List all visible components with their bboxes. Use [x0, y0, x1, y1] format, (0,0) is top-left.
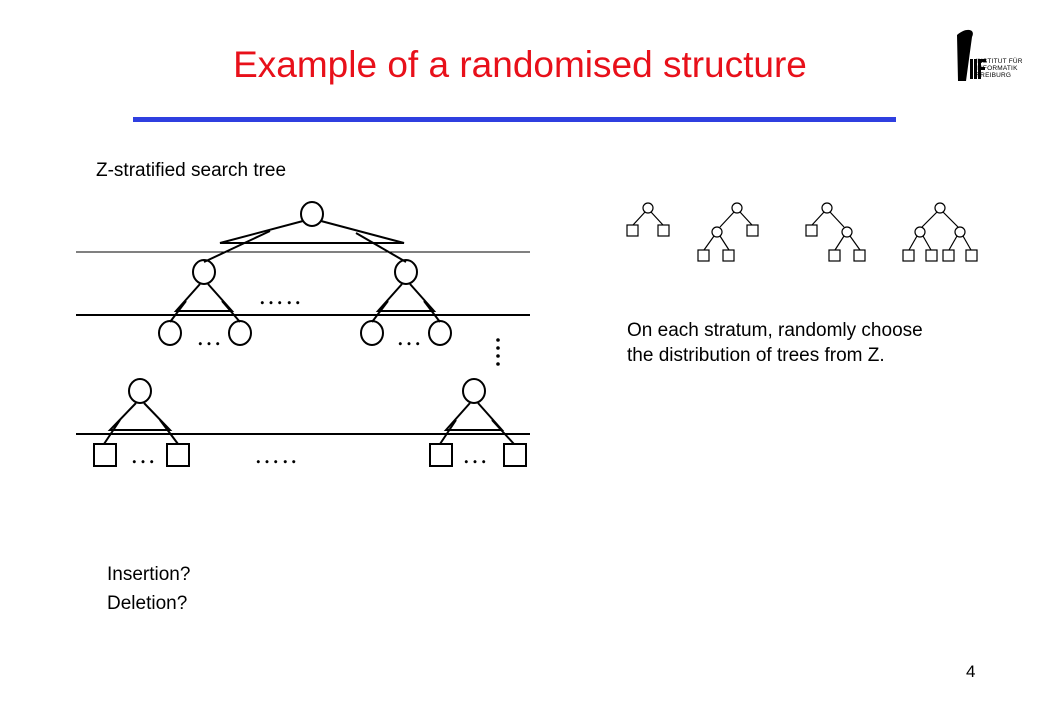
tree-edge — [423, 300, 441, 323]
ellipsis-bottom: ….. — [254, 440, 299, 469]
tree-edge — [439, 419, 457, 445]
logo-line-3: FREIBURG — [976, 72, 1012, 79]
tree-node — [428, 320, 452, 346]
tree-edge — [103, 419, 121, 445]
z-tree-2 — [697, 202, 759, 262]
ellipsis-leaf-right: … — [462, 440, 490, 469]
iif-logo-icon — [957, 29, 986, 81]
tree-node — [462, 378, 486, 404]
page-number: 4 — [966, 662, 976, 681]
logo-line-1: INSTITUT FÜR — [976, 58, 1023, 65]
ellipsis-leaf-left: … — [130, 440, 158, 469]
open-questions: Insertion? Deletion? — [107, 560, 190, 618]
tree-node — [158, 320, 182, 346]
question-deletion: Deletion? — [107, 593, 188, 614]
slide-title: Example of a randomised structure — [233, 44, 807, 85]
tree-leaf — [93, 443, 117, 467]
tree-edge — [221, 300, 241, 323]
tree-edge — [355, 232, 407, 263]
ellipsis-mid: ….. — [258, 281, 303, 310]
tree-edge — [375, 283, 437, 312]
z-tree-4 — [902, 202, 978, 262]
tree-edge — [203, 230, 271, 263]
ellipsis-left: … — [196, 322, 224, 351]
tree-node — [300, 201, 324, 227]
ellipsis-right: … — [396, 322, 424, 351]
logo-caption: INSTITUT FÜR INFORMATIK FREIBURG — [976, 58, 1023, 79]
tree-leaf — [503, 443, 527, 467]
tree-edge — [173, 283, 235, 312]
title-underline — [133, 117, 896, 122]
tree-edge — [219, 220, 405, 244]
tree-edge — [159, 419, 179, 445]
diagram-subtitle: Z-stratified search tree — [96, 160, 287, 181]
tree-edge — [443, 402, 505, 431]
tree-edge — [169, 300, 187, 323]
tree-edge — [371, 300, 389, 323]
tree-edge — [491, 419, 515, 445]
question-insertion: Insertion? — [107, 564, 191, 585]
tree-leaf — [166, 443, 190, 467]
tree-edge — [107, 402, 173, 431]
tree-node — [192, 259, 216, 285]
vertical-ellipsis — [496, 338, 500, 366]
tree-leaf — [429, 443, 453, 467]
tree-node — [228, 320, 252, 346]
z-tree-3 — [805, 202, 866, 262]
stratum-description: On each stratum, randomly choose the dis… — [627, 320, 923, 366]
tree-node — [128, 378, 152, 404]
tree-node — [394, 259, 418, 285]
logo-line-2: INFORMATIK — [976, 65, 1018, 72]
tree-node — [360, 320, 384, 346]
z-tree-1 — [626, 202, 670, 237]
